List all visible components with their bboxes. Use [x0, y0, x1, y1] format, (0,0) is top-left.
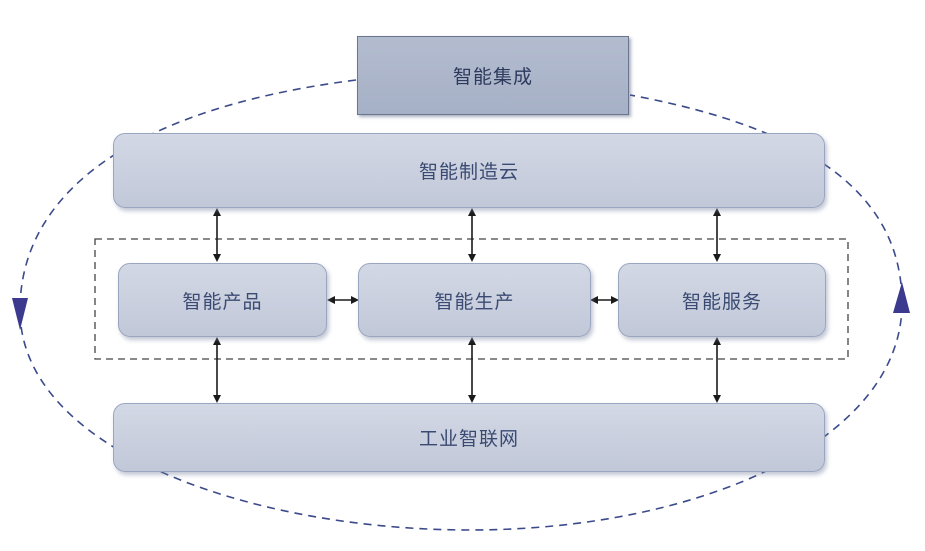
cycle-arrow-left-icon: [12, 298, 28, 330]
manufacturing-cloud-label: 智能制造云: [418, 161, 519, 183]
industrial-network-box: 工业智联网: [113, 403, 825, 472]
intelligent-production-label: 智能生产: [434, 290, 515, 313]
intelligent-products-box: 智能产品: [118, 263, 327, 337]
cycle-arrow-right-icon: [893, 282, 910, 313]
intelligent-services-box: 智能服务: [618, 263, 826, 337]
intelligent-integration-box: 智能集成: [357, 36, 629, 115]
manufacturing-cloud-box: 智能制造云: [113, 133, 825, 208]
cycle-dashed-loop: [19, 79, 903, 531]
intelligent-production-box: 智能生产: [358, 263, 591, 337]
industrial-network-label: 工业智联网: [418, 428, 519, 450]
intelligent-integration-label: 智能集成: [452, 66, 533, 88]
intelligent-products-label: 智能产品: [182, 290, 263, 313]
intelligent-services-label: 智能服务: [681, 290, 762, 313]
